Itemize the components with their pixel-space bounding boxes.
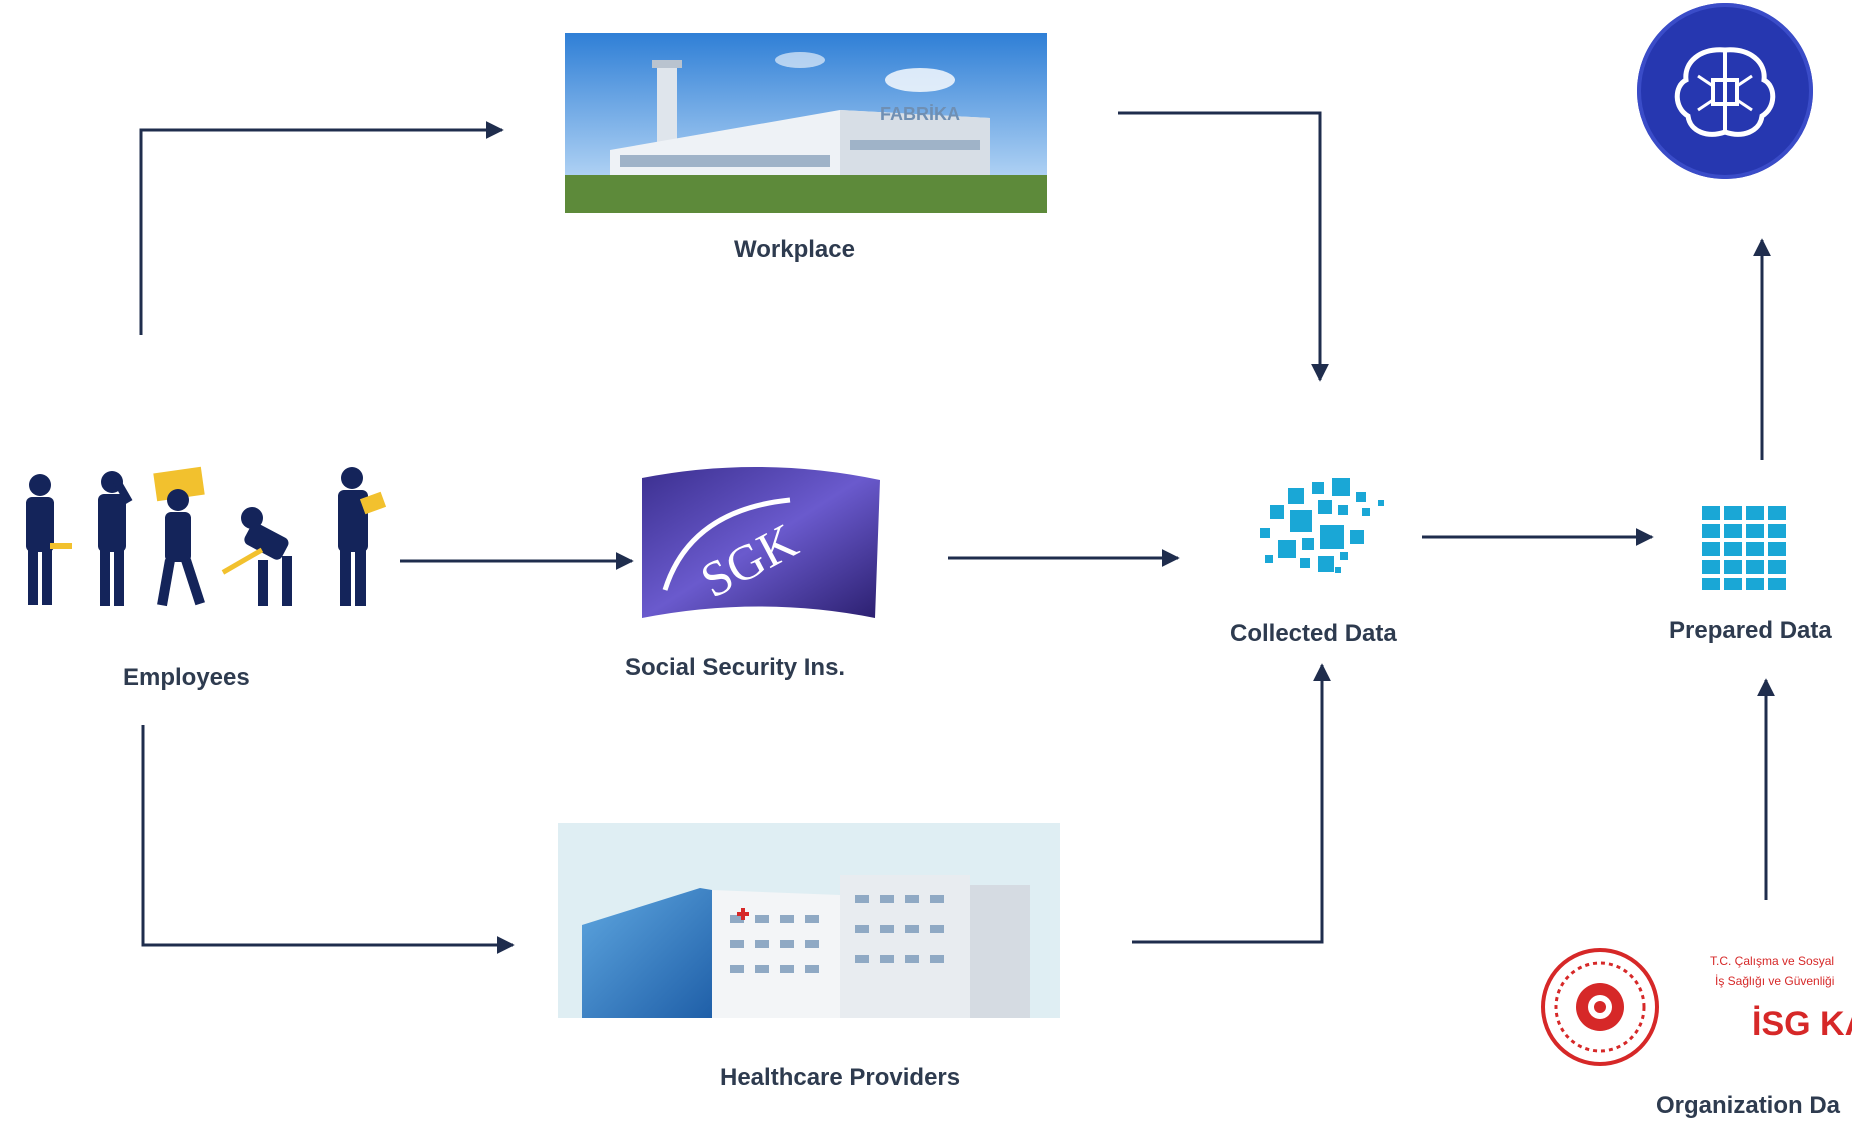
edge-employees-healthcare <box>141 725 515 954</box>
worker-icon <box>338 467 387 606</box>
worker-icon <box>98 471 133 606</box>
org-logo-title: İSG KA <box>1752 1005 1852 1043</box>
worker-icon <box>153 466 205 607</box>
collected-data-icon <box>1260 478 1384 573</box>
edge-workplace-collected <box>1118 111 1329 382</box>
employees-silhouettes <box>26 466 387 607</box>
healthcare-hospital-image <box>558 823 1060 1018</box>
ai-brain-icon <box>1637 3 1813 179</box>
workplace-factory-image: FABRİKA <box>565 33 1047 213</box>
edge-healthcare-collected <box>1132 663 1331 944</box>
edge-employees-workplace <box>139 121 504 335</box>
prepared-data-label: Prepared Data <box>1669 617 1832 644</box>
healthcare-providers-label: Healthcare Providers <box>720 1064 961 1091</box>
organization-seal-logo <box>1541 948 1659 1066</box>
sgk-logo: SGK <box>642 466 880 618</box>
organization-data-label: Organization Da <box>1656 1092 1841 1119</box>
org-logo-line2: İş Sağlığı ve Güvenliği <box>1715 974 1834 988</box>
social-security-label: Social Security Ins. <box>625 654 846 681</box>
employees-label: Employees <box>123 664 250 691</box>
org-logo-line1: T.C. Çalışma ve Sosyal <box>1710 954 1834 968</box>
workplace-label: Workplace <box>734 236 855 263</box>
worker-icon <box>26 474 72 605</box>
worker-icon <box>221 507 292 606</box>
factory-sign-text: FABRİKA <box>880 104 960 124</box>
prepared-data-grid-icon <box>1702 506 1786 590</box>
collected-data-label: Collected Data <box>1230 620 1397 647</box>
